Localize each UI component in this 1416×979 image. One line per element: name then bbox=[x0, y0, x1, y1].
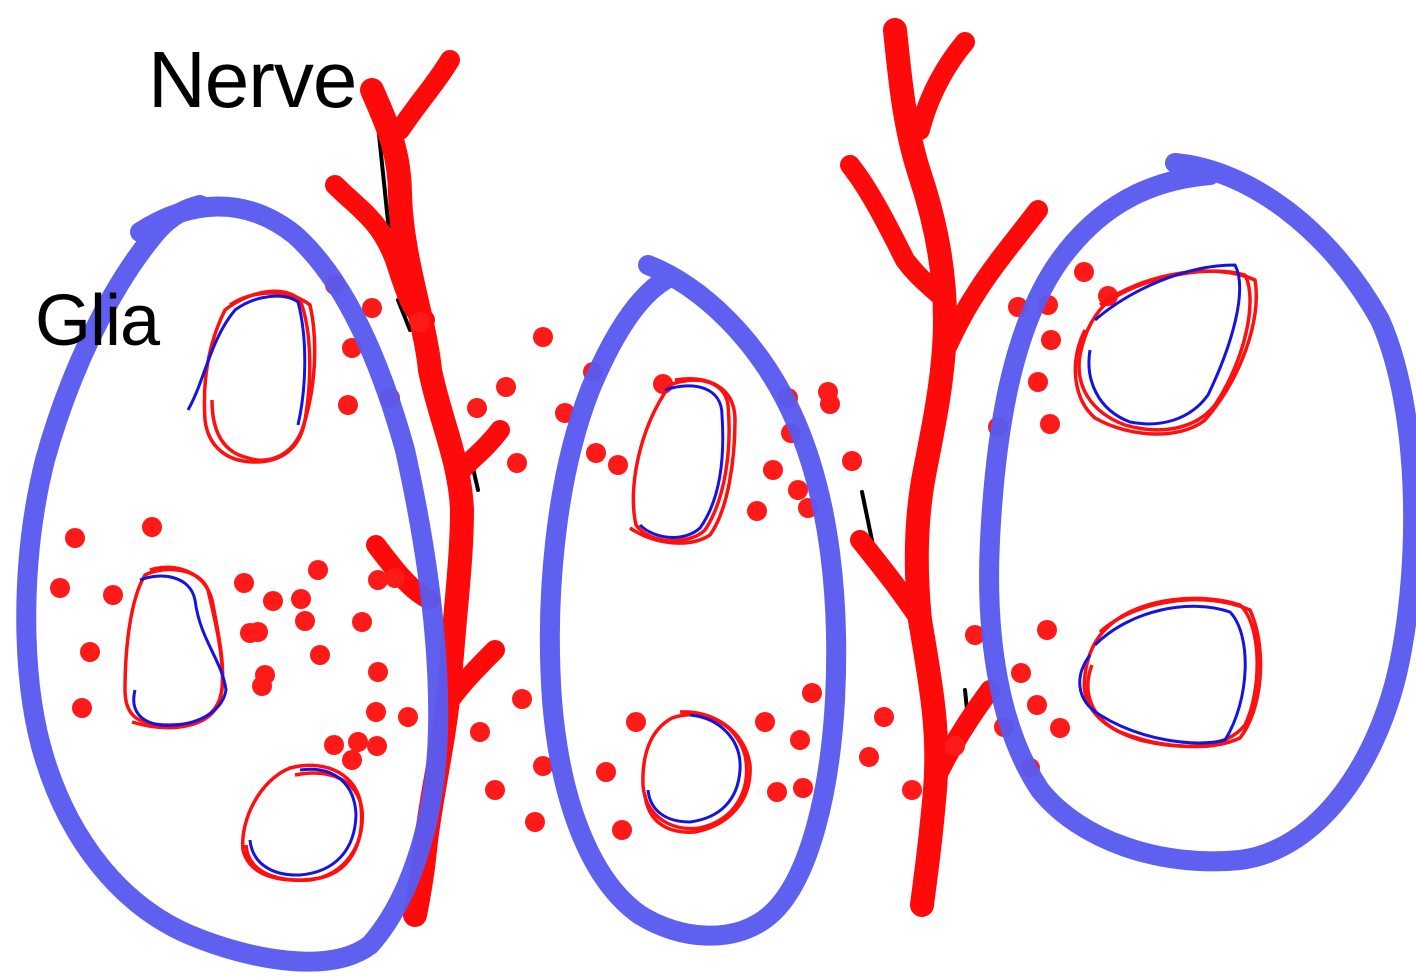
red-dot bbox=[467, 398, 487, 418]
red-dot bbox=[367, 736, 387, 756]
red-dot bbox=[793, 778, 813, 798]
nerve-label: Nerve bbox=[148, 40, 356, 120]
red-dot bbox=[820, 394, 840, 414]
red-dot bbox=[291, 589, 311, 609]
red-dot bbox=[103, 585, 123, 605]
red-dot bbox=[80, 642, 100, 662]
red-dot bbox=[348, 732, 368, 752]
red-dot bbox=[324, 735, 344, 755]
red-dot bbox=[767, 782, 787, 802]
cell bbox=[643, 712, 750, 832]
right-nerve-branch bbox=[920, 42, 965, 130]
red-dot bbox=[385, 568, 405, 588]
glia-outline-middle bbox=[550, 265, 836, 936]
red-dot bbox=[295, 611, 315, 631]
red-dot bbox=[65, 528, 85, 548]
cell bbox=[125, 567, 226, 727]
red-dot bbox=[507, 453, 527, 473]
red-dot bbox=[1050, 718, 1070, 738]
red-dot bbox=[142, 517, 162, 537]
cell bbox=[1080, 598, 1261, 746]
left-nerve-branch bbox=[462, 430, 500, 470]
red-dot bbox=[512, 689, 532, 709]
red-dot bbox=[1037, 620, 1057, 640]
red-dot bbox=[1027, 695, 1047, 715]
red-dot bbox=[234, 573, 254, 593]
red-dot bbox=[1011, 663, 1031, 683]
cells bbox=[125, 265, 1261, 880]
red-dot bbox=[790, 730, 810, 750]
glia-outlines bbox=[26, 163, 1413, 962]
red-dot bbox=[338, 395, 358, 415]
red-dot bbox=[747, 501, 767, 521]
red-dot bbox=[596, 762, 616, 782]
red-dot bbox=[874, 707, 894, 727]
cell-outline bbox=[633, 380, 729, 541]
red-dot bbox=[252, 676, 272, 696]
red-dot bbox=[859, 747, 879, 767]
red-dot bbox=[263, 591, 283, 611]
red-dot bbox=[410, 312, 430, 332]
red-dot bbox=[368, 570, 388, 590]
red-dot bbox=[72, 698, 92, 718]
red-dot bbox=[485, 780, 505, 800]
red-dot bbox=[945, 736, 965, 756]
cell bbox=[188, 291, 315, 462]
red-dot bbox=[342, 750, 362, 770]
red-dot bbox=[248, 622, 268, 642]
red-dot bbox=[308, 560, 328, 580]
red-dot bbox=[366, 702, 386, 722]
red-dot bbox=[902, 780, 922, 800]
red-dot bbox=[398, 707, 418, 727]
red-dot bbox=[1041, 330, 1061, 350]
red-dot bbox=[50, 578, 70, 598]
cell bbox=[243, 765, 363, 880]
red-dot bbox=[525, 812, 545, 832]
glia-label: Glia bbox=[35, 285, 159, 357]
red-dot bbox=[626, 712, 646, 732]
red-dot bbox=[533, 327, 553, 347]
cell bbox=[630, 379, 735, 543]
red-dot bbox=[755, 712, 775, 732]
left-nerve-branch bbox=[400, 60, 450, 130]
red-dot bbox=[352, 612, 372, 632]
red-dot bbox=[763, 460, 783, 480]
red-dot bbox=[842, 451, 862, 471]
red-dot bbox=[310, 645, 330, 665]
red-dot bbox=[612, 820, 632, 840]
cell-inner-trace bbox=[640, 386, 723, 538]
red-dot bbox=[470, 722, 490, 742]
red-dot bbox=[496, 377, 516, 397]
cell-outline bbox=[1084, 598, 1257, 746]
cell-inner-trace bbox=[648, 715, 740, 822]
red-dot bbox=[788, 480, 808, 500]
red-dot bbox=[586, 443, 606, 463]
red-dot bbox=[368, 662, 388, 682]
red-dot bbox=[802, 683, 822, 703]
red-dot bbox=[1040, 414, 1060, 434]
red-dot bbox=[1028, 372, 1048, 392]
red-dot bbox=[1074, 262, 1094, 282]
red-dot bbox=[608, 455, 628, 475]
